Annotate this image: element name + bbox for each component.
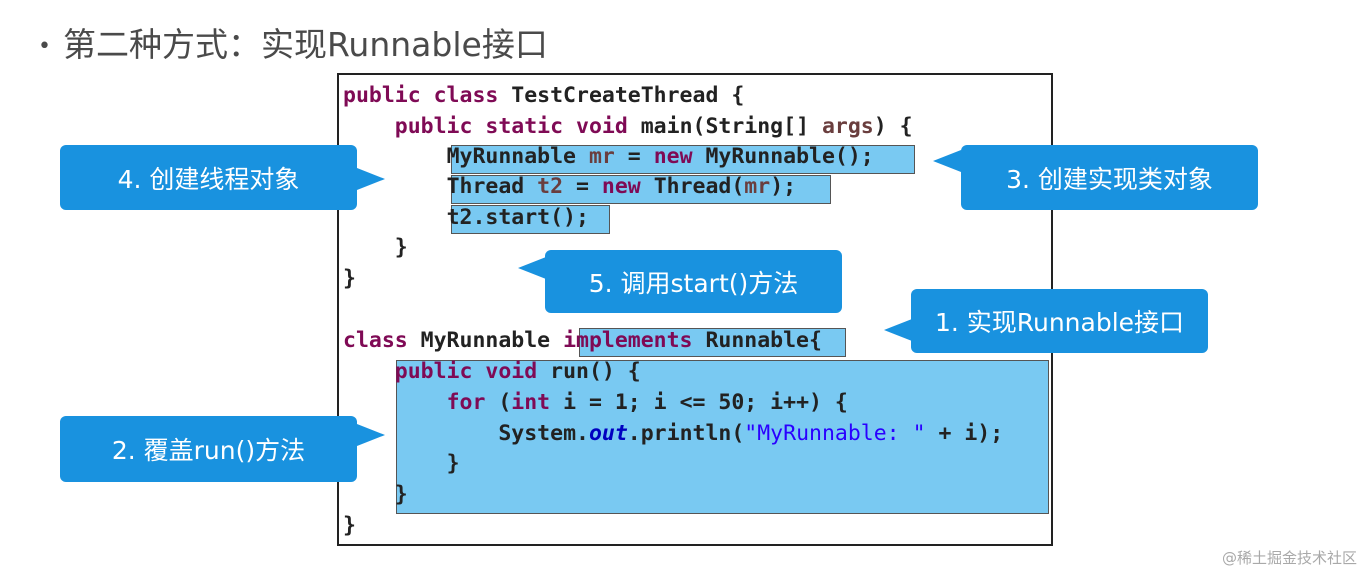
highlight-object-creation [451, 145, 915, 174]
code-line-6: } [394, 235, 408, 260]
highlight-implements [579, 328, 846, 357]
heading-text: 第二种方式：实现Runnable接口 [62, 25, 548, 64]
code-line-13: } [394, 482, 408, 507]
callout-create-impl-object: 3. 创建实现类对象 [961, 145, 1258, 210]
callout-1-pointer [884, 319, 912, 341]
watermark: @稀土掘金技术社区 [1221, 549, 1357, 567]
code-line-2: public static void main(String[] args) { [394, 114, 913, 139]
callout-implement-runnable: 1. 实现Runnable接口 [911, 289, 1208, 353]
callout-4-pointer [357, 168, 385, 190]
callout-5-pointer [518, 257, 546, 279]
code-line-9: public void run() { [394, 359, 641, 384]
callout-3-pointer [933, 150, 961, 172]
callout-call-start: 5. 调用start()方法 [545, 250, 842, 313]
callout-create-thread-object: 4. 创建线程对象 [60, 145, 357, 210]
callout-2-pointer [357, 424, 385, 446]
code-line-11: System.out.println("MyRunnable: " + i); [498, 421, 1004, 446]
slide-heading: • 第二种方式：实现Runnable接口 [38, 18, 548, 66]
code-line-8: class MyRunnable implements Runnable{ [343, 328, 822, 353]
callout-override-run: 2. 覆盖run()方法 [60, 416, 357, 482]
code-line-14: } [343, 513, 356, 538]
highlight-start-call [451, 205, 610, 234]
code-line-7: } [343, 266, 356, 291]
code-line-4: Thread t2 = new Thread(mr); [446, 174, 797, 199]
code-line-12: } [446, 451, 460, 476]
code-line-5: t2.start(); [446, 205, 589, 230]
highlight-run-method [396, 360, 1049, 514]
code-line-1: public class TestCreateThread { [343, 83, 745, 108]
highlight-thread-creation [451, 175, 831, 204]
code-line-3: MyRunnable mr = new MyRunnable(); [446, 144, 874, 169]
bullet-icon: • [38, 34, 51, 59]
code-line-10: for (int i = 1; i <= 50; i++) { [446, 390, 848, 415]
